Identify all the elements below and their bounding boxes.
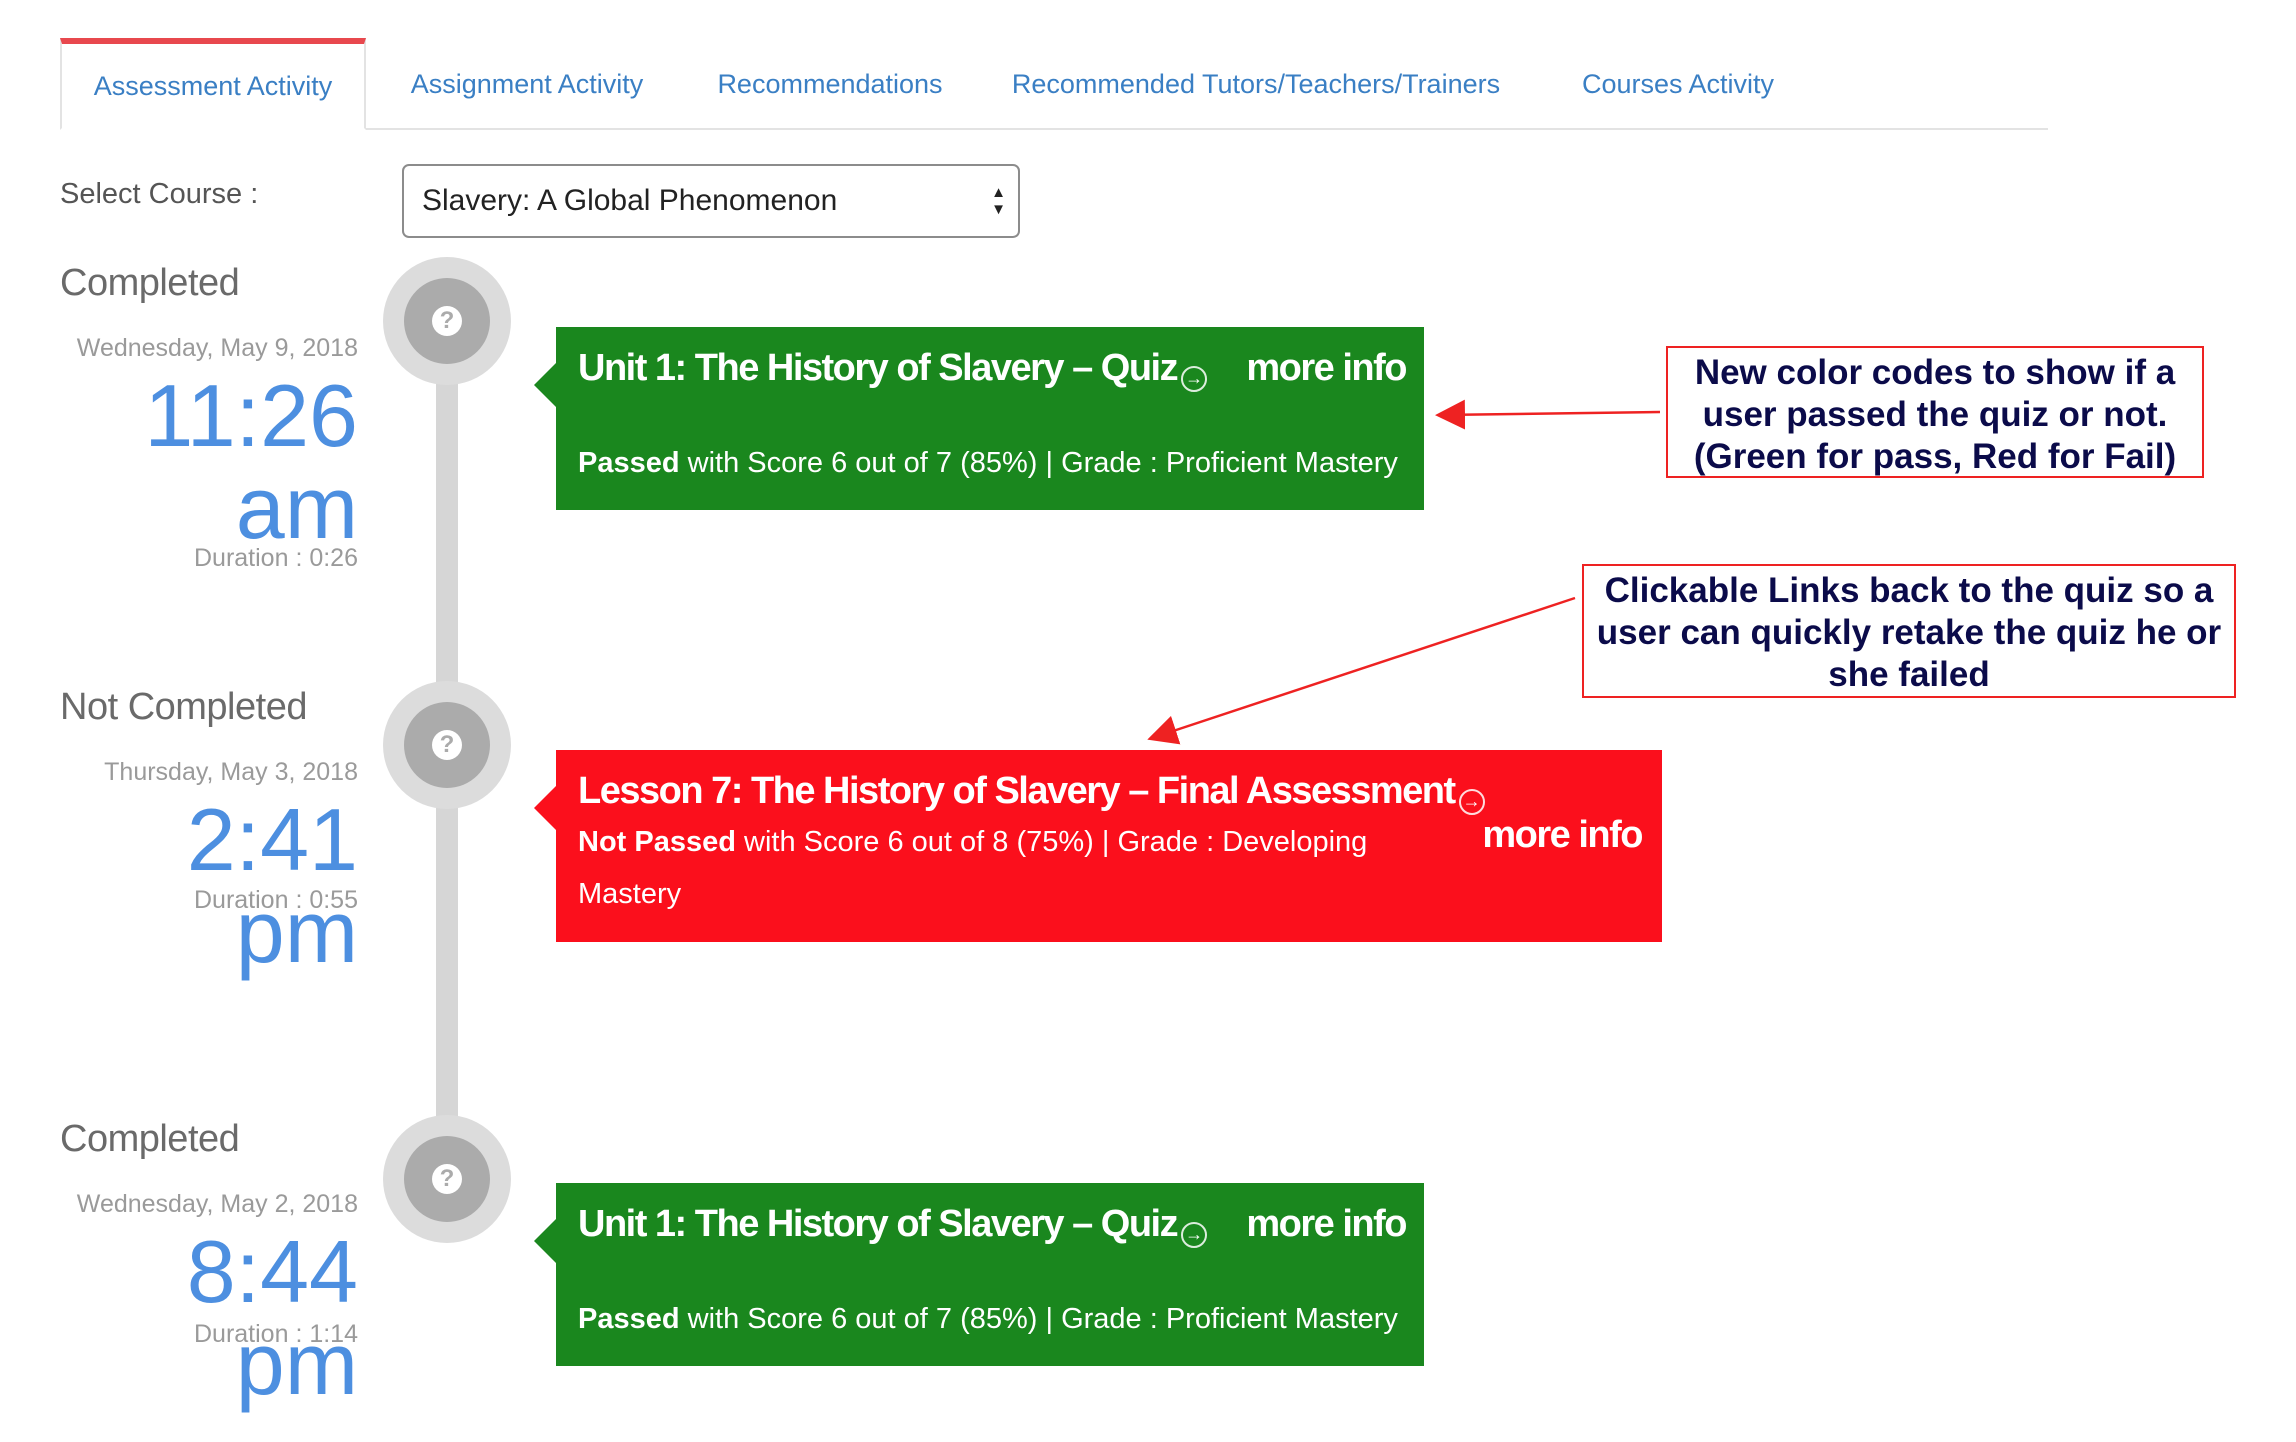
- course-select-value: Slavery: A Global Phenomenon: [422, 184, 838, 217]
- more-info-link[interactable]: more info: [1246, 347, 1407, 389]
- entry-date: Thursday, May 3, 2018: [104, 758, 358, 786]
- entry-status: Not Completed: [60, 686, 307, 728]
- arrow-right-circle-icon[interactable]: →: [1458, 789, 1485, 815]
- entry-date: Wednesday, May 9, 2018: [76, 334, 358, 362]
- tab-recommended-tutors[interactable]: Recommended Tutors/Teachers/Trainers: [1011, 68, 1501, 99]
- entry-status: Completed: [60, 262, 240, 304]
- question-circle-icon: ?: [383, 1115, 511, 1243]
- question-circle-icon: ?: [383, 681, 511, 809]
- result-text: Passed with Score 6 out of 7 (85%) | Gra…: [578, 447, 1398, 479]
- more-info-link[interactable]: more info: [1482, 814, 1643, 856]
- tab-assignment-activity[interactable]: Assignment Activity: [410, 68, 644, 99]
- tabs-divider: [60, 128, 2048, 130]
- entry-status: Completed: [60, 1118, 240, 1160]
- assessment-card-fail: Lesson 7: The History of Slavery – Final…: [534, 750, 1662, 942]
- arrow-right-circle-icon[interactable]: →: [1181, 1222, 1208, 1248]
- arrow-right-circle-icon[interactable]: →: [1181, 366, 1208, 392]
- entry-time: 2:41 pm: [186, 790, 358, 981]
- tab-courses-activity[interactable]: Courses Activity: [1581, 68, 1775, 99]
- assessment-card-pass: Unit 1: The History of Slavery – Quiz→ m…: [534, 327, 1424, 510]
- quiz-link[interactable]: Lesson 7: The History of Slavery – Final…: [578, 770, 1485, 815]
- result-text: Passed with Score 6 out of 7 (85%) | Gra…: [578, 1303, 1398, 1335]
- tab-assessment-activity[interactable]: Assessment Activity: [60, 38, 366, 130]
- assessment-card-pass: Unit 1: The History of Slavery – Quiz→ m…: [534, 1183, 1424, 1366]
- quiz-link[interactable]: Unit 1: The History of Slavery – Quiz→: [578, 347, 1208, 392]
- entry-duration: Duration : 0:26: [194, 544, 358, 572]
- entry-date: Wednesday, May 2, 2018: [76, 1190, 358, 1218]
- quiz-link[interactable]: Unit 1: The History of Slavery – Quiz→: [578, 1203, 1208, 1248]
- tab-recommendations[interactable]: Recommendations: [717, 68, 943, 99]
- select-arrows-icon: ▲▼: [991, 184, 1006, 218]
- question-circle-icon: ?: [383, 257, 511, 385]
- entry-duration: Duration : 1:14: [194, 1320, 358, 1348]
- entry-duration: Duration : 0:55: [194, 886, 358, 914]
- course-select[interactable]: Slavery: A Global Phenomenon ▲▼: [402, 164, 1020, 238]
- entry-time: 8:44 pm: [186, 1222, 358, 1413]
- select-course-label: Select Course :: [60, 178, 259, 210]
- more-info-link[interactable]: more info: [1246, 1203, 1407, 1245]
- result-text: Not Passed with Score 6 out of 8 (75%) |…: [578, 826, 1368, 910]
- annotation-clickable-links: Clickable Links back to the quiz so a us…: [1582, 564, 2236, 698]
- annotation-color-codes: New color codes to show if a user passed…: [1666, 346, 2204, 478]
